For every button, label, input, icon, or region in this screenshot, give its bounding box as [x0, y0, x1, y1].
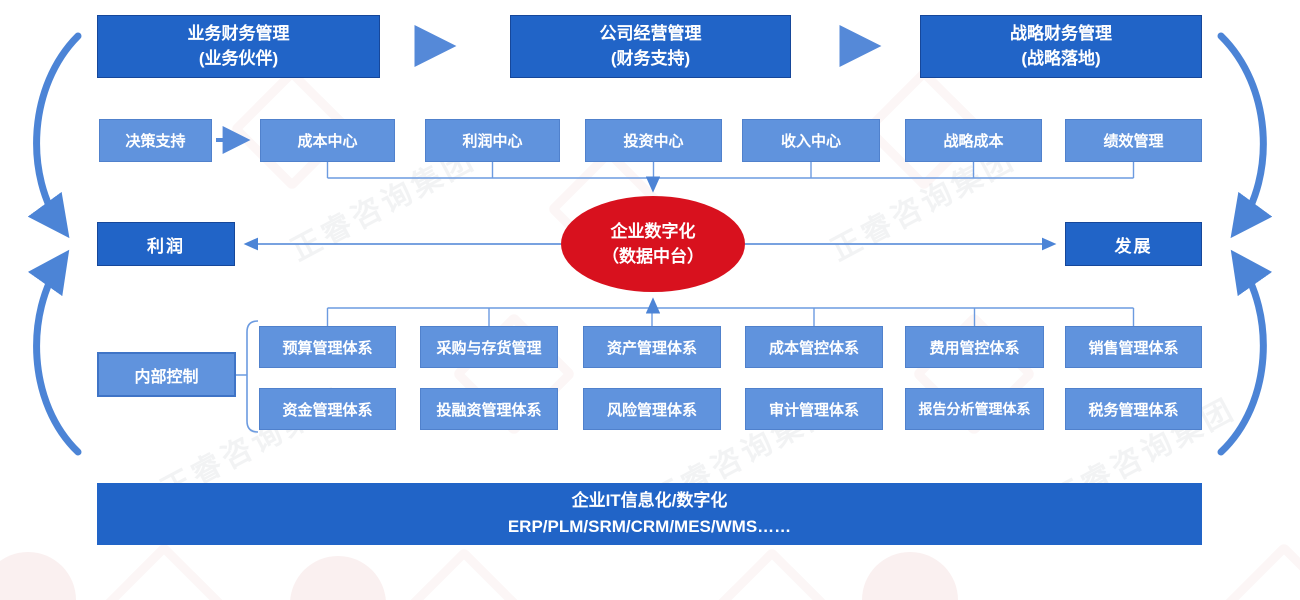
hub-digitalization-ellipse: 企业数字化 （数据中台） [561, 196, 745, 292]
it-bar-line: ERP/PLM/SRM/CRM/MES/WMS…… [507, 517, 792, 536]
curve-arrow-left-bottom [27, 249, 82, 456]
box-sales-system: 销售管理体系 [1065, 326, 1202, 368]
box-procurement-system: 采购与存货管理 [420, 326, 558, 368]
box-title-line: 业务财务管理 [187, 23, 290, 43]
curve-arrow-left-top [27, 32, 82, 239]
box-budget-system: 预算管理体系 [259, 326, 396, 368]
box-strategic-cost: 战略成本 [905, 119, 1042, 162]
box-title-line: (业务伙伴) [198, 48, 279, 68]
box-investment-center: 投资中心 [585, 119, 722, 162]
box-company-operation: 公司经营管理 (财务支持) [510, 15, 791, 78]
internal-control-bracket [236, 320, 259, 433]
bottom-it-bar: 企业IT信息化/数字化 ERP/PLM/SRM/CRM/MES/WMS…… [97, 483, 1202, 545]
box-report-analysis-system: 报告分析管理体系 [905, 388, 1044, 430]
upper-bus-lines [326, 162, 1135, 179]
box-expense-control-system: 费用管控体系 [905, 326, 1044, 368]
box-audit-system: 审计管理体系 [745, 388, 883, 430]
box-title-line: 公司经营管理 [599, 23, 702, 43]
box-development: 发展 [1065, 222, 1202, 266]
lower-bus-lines [326, 307, 1135, 326]
box-investment-financing-system: 投融资管理体系 [420, 388, 558, 430]
box-business-finance: 业务财务管理 (业务伙伴) [97, 15, 380, 78]
box-risk-system: 风险管理体系 [583, 388, 721, 430]
box-profit: 利润 [97, 222, 235, 266]
box-revenue-center: 收入中心 [742, 119, 880, 162]
curve-arrow-right-top [1217, 32, 1273, 239]
box-internal-control: 内部控制 [97, 352, 236, 397]
hub-line: （数据中台） [602, 247, 704, 266]
box-title-line: 战略财务管理 [1010, 23, 1112, 43]
box-profit-center: 利润中心 [425, 119, 560, 162]
hub-line: 企业数字化 [610, 221, 696, 241]
box-tax-system: 税务管理体系 [1065, 388, 1202, 430]
box-asset-system: 资产管理体系 [583, 326, 721, 368]
box-cost-center: 成本中心 [260, 119, 395, 162]
box-capital-system: 资金管理体系 [259, 388, 396, 430]
box-performance-mgmt: 绩效管理 [1065, 119, 1202, 162]
box-decision-support: 决策支持 [99, 119, 212, 162]
curve-arrow-right-bottom [1217, 249, 1273, 456]
it-bar-line: 企业IT信息化/数字化 [571, 490, 728, 510]
box-strategic-finance: 战略财务管理 (战略落地) [920, 15, 1202, 78]
box-title-line: (战略落地) [1021, 48, 1101, 68]
box-title-line: (财务支持) [610, 48, 691, 68]
box-cost-control-system: 成本管控体系 [745, 326, 883, 368]
